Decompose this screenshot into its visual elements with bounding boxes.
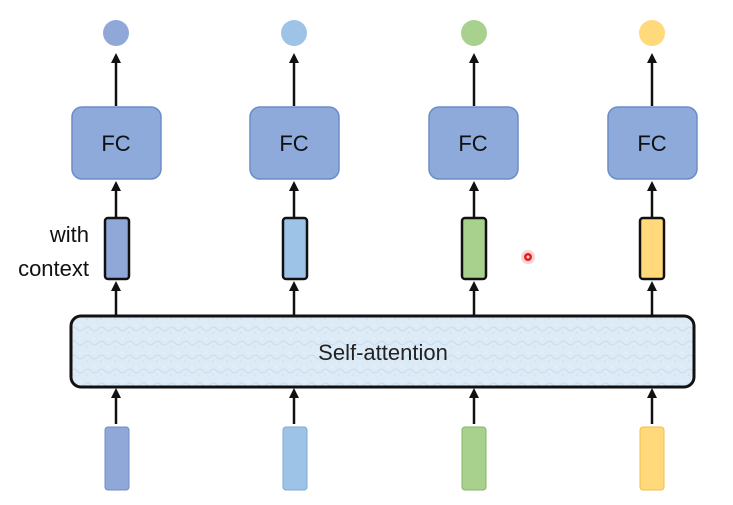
column-2: FC	[249, 20, 340, 491]
context-vector-1	[103, 216, 131, 281]
output-node-3	[461, 20, 487, 46]
self-attention-block: Self-attention	[69, 314, 696, 389]
pointer-dot	[521, 250, 535, 264]
fc-label-1: FC	[101, 131, 130, 156]
column-4: FC	[607, 20, 698, 491]
fc-label-2: FC	[279, 131, 308, 156]
context-vector-2	[281, 216, 309, 281]
fc-box-1	[71, 106, 162, 180]
context-vector-4	[638, 216, 666, 281]
input-vector-4	[639, 426, 665, 491]
output-node-4	[639, 20, 665, 46]
input-vector-3	[461, 426, 487, 491]
self-attention-label: Self-attention	[318, 340, 448, 365]
fc-box-3	[428, 106, 519, 180]
column-1: FC	[71, 20, 162, 491]
fc-label-4: FC	[637, 131, 666, 156]
output-node-1	[103, 20, 129, 46]
column-3: FC	[428, 20, 519, 491]
output-node-2	[281, 20, 307, 46]
context-label-line1: with	[49, 222, 89, 247]
context-vector-3	[460, 216, 488, 281]
input-vector-1	[104, 426, 130, 491]
input-vector-2	[282, 426, 308, 491]
fc-box-4	[607, 106, 698, 180]
fc-box-2	[249, 106, 340, 180]
context-label-line2: context	[18, 256, 89, 281]
fc-label-3: FC	[458, 131, 487, 156]
